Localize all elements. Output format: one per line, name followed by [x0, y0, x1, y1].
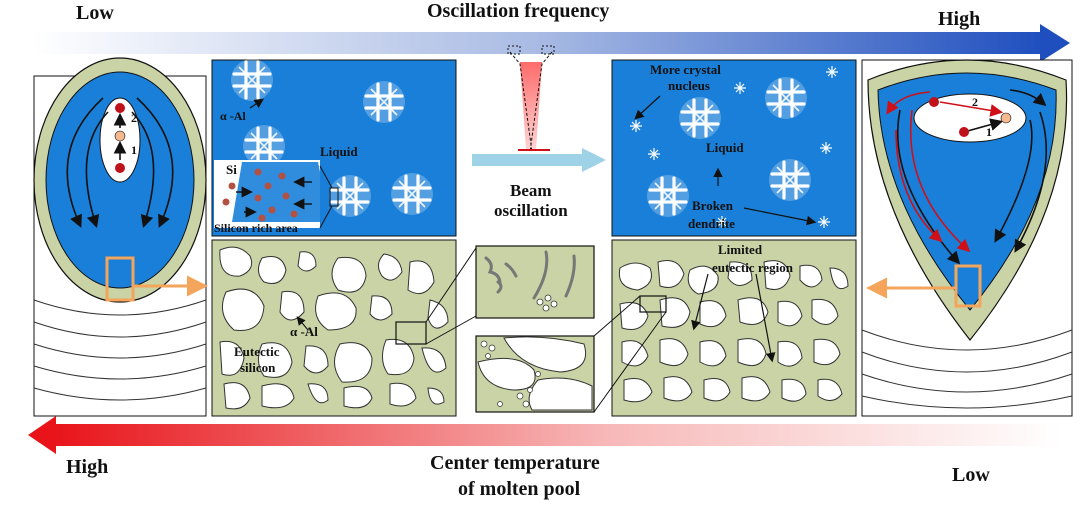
- micro-high-zoom-box: [639, 295, 667, 313]
- micro-low-eutectic-line1: Eutectic: [234, 344, 280, 359]
- liquid-low-liquid-label: Liquid: [320, 144, 358, 159]
- top-axis-title: Oscillation frequency: [427, 0, 610, 22]
- silicon-rich-area: [214, 160, 339, 229]
- bottom-temperature-arrow: [28, 416, 1062, 454]
- liquid-low-alpha-label: α -Al: [220, 109, 246, 123]
- bottom-axis-title-line2: of molten pool: [458, 478, 581, 500]
- micro-low-eutectic-line2: silicon: [240, 360, 276, 375]
- top-frequency-arrow: [32, 24, 1070, 62]
- limited-label-line2: eutectic region: [712, 260, 794, 275]
- bottom-low-label: Low: [952, 464, 990, 486]
- liquid-high-liquid-label: Liquid: [706, 140, 744, 155]
- beam-label-line2: oscillation: [494, 201, 568, 220]
- liquid-panel-low: α -Al Si Liquid Silicon rich area: [211, 57, 457, 237]
- right-molten-pool: 2 1: [861, 59, 1073, 417]
- right-flow-label-1: 1: [986, 125, 992, 139]
- bottom-high-label: High: [66, 456, 109, 478]
- silicon-rich-label: Silicon rich area: [214, 221, 298, 235]
- left-zoom-box: [105, 256, 135, 302]
- nucleus-label-line2: nucleus: [668, 78, 710, 93]
- bottom-axis-title-line1: Center temperature: [430, 452, 600, 474]
- broken-label-line2: dendrite: [688, 216, 735, 231]
- micro-low-zoom-box: [395, 321, 427, 345]
- microstructure-panel-low: α -Al Eutectic silicon: [211, 239, 477, 417]
- beam-oscillation: Beam oscillation: [472, 45, 606, 413]
- left-flow-label-2: 2: [131, 111, 137, 125]
- left-nucleus-bottom: [115, 163, 125, 173]
- left-molten-pool: 2 1: [33, 57, 208, 417]
- right-flow-label-2: 2: [972, 95, 978, 109]
- top-low-label: Low: [76, 2, 114, 24]
- limited-label-line1: Limited: [718, 242, 763, 257]
- left-nucleus-mid: [114, 130, 126, 142]
- zoom-inset-upper: [475, 245, 595, 319]
- liquid-low-si-label: Si: [226, 162, 237, 177]
- nucleus-label-line1: More crystal: [650, 62, 721, 77]
- right-zoom-box: [954, 264, 982, 308]
- broken-label-line1: Broken: [692, 198, 734, 213]
- left-flow-label-1: 1: [131, 143, 137, 157]
- micro-low-alpha-label: α -Al: [290, 324, 318, 339]
- top-high-label: High: [938, 8, 981, 30]
- microstructure-panel-high: Limited eutectic region: [593, 239, 857, 417]
- left-nucleus-top: [115, 103, 125, 113]
- left-bead-contours: [33, 299, 207, 401]
- liquid-panel-high: More crystal nucleus Liquid Broken dendr…: [611, 59, 857, 237]
- beam-label-line1: Beam: [510, 181, 552, 200]
- left-flow-arrows: [66, 97, 174, 229]
